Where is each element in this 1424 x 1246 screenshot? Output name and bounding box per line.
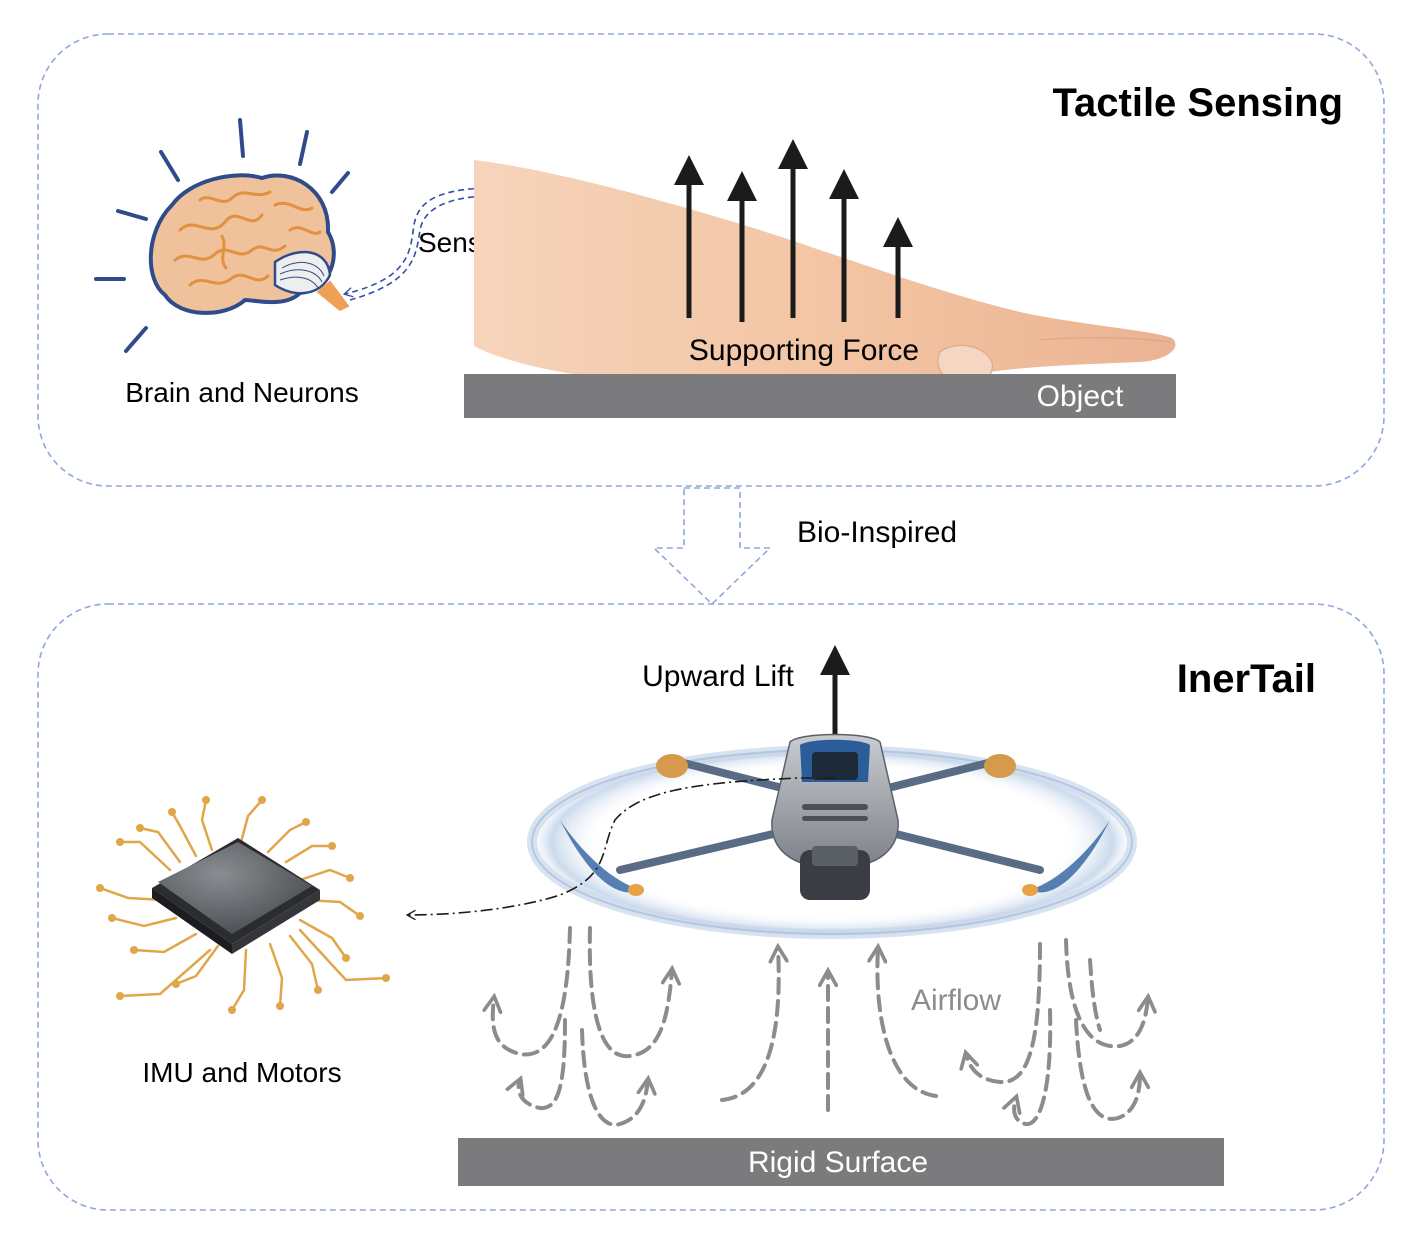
airflow-stream bbox=[1074, 1018, 1140, 1121]
airflow-stream bbox=[720, 948, 779, 1102]
brain-label: Brain and Neurons bbox=[125, 377, 358, 408]
airflow-arrows bbox=[493, 926, 1148, 1127]
airflow-label: Airflow bbox=[911, 984, 1001, 1017]
bio-inspired-label: Bio-Inspired bbox=[797, 516, 957, 549]
upward-lift-label: Upward Lift bbox=[642, 660, 794, 693]
tactile-panel-border bbox=[37, 33, 1385, 487]
airflow-stream bbox=[1088, 958, 1102, 1032]
airflow-stream bbox=[877, 948, 938, 1098]
airflow-stream bbox=[1064, 938, 1148, 1049]
object-label: Object bbox=[1037, 380, 1124, 413]
airflow-stream bbox=[587, 926, 672, 1059]
rigid-surface-bar bbox=[458, 1138, 1224, 1186]
inertail-panel-title: InerTail bbox=[1177, 657, 1316, 701]
supporting-force-label: Supporting Force bbox=[689, 334, 919, 367]
airflow-stream bbox=[1014, 1008, 1053, 1126]
airflow-stream bbox=[519, 1018, 567, 1111]
imu-chip-icon bbox=[96, 796, 390, 1014]
bio-inspired-arrow bbox=[652, 487, 772, 606]
object-bar bbox=[464, 374, 1176, 418]
supporting-force-arrows bbox=[674, 139, 913, 322]
airflow-stream bbox=[493, 926, 572, 1057]
sensing-nerve-path bbox=[342, 187, 485, 301]
rigid-surface-label: Rigid Surface bbox=[748, 1146, 928, 1179]
airflow-stream bbox=[580, 1028, 648, 1127]
imu-label: IMU and Motors bbox=[142, 1057, 341, 1088]
brain-icon bbox=[94, 118, 350, 353]
drone-illustration bbox=[527, 733, 1137, 940]
signal-path bbox=[405, 777, 835, 921]
inertail-panel-border bbox=[37, 603, 1385, 1211]
tactile-panel-title: Tactile Sensing bbox=[1053, 81, 1343, 125]
airflow-stream bbox=[966, 942, 1042, 1085]
